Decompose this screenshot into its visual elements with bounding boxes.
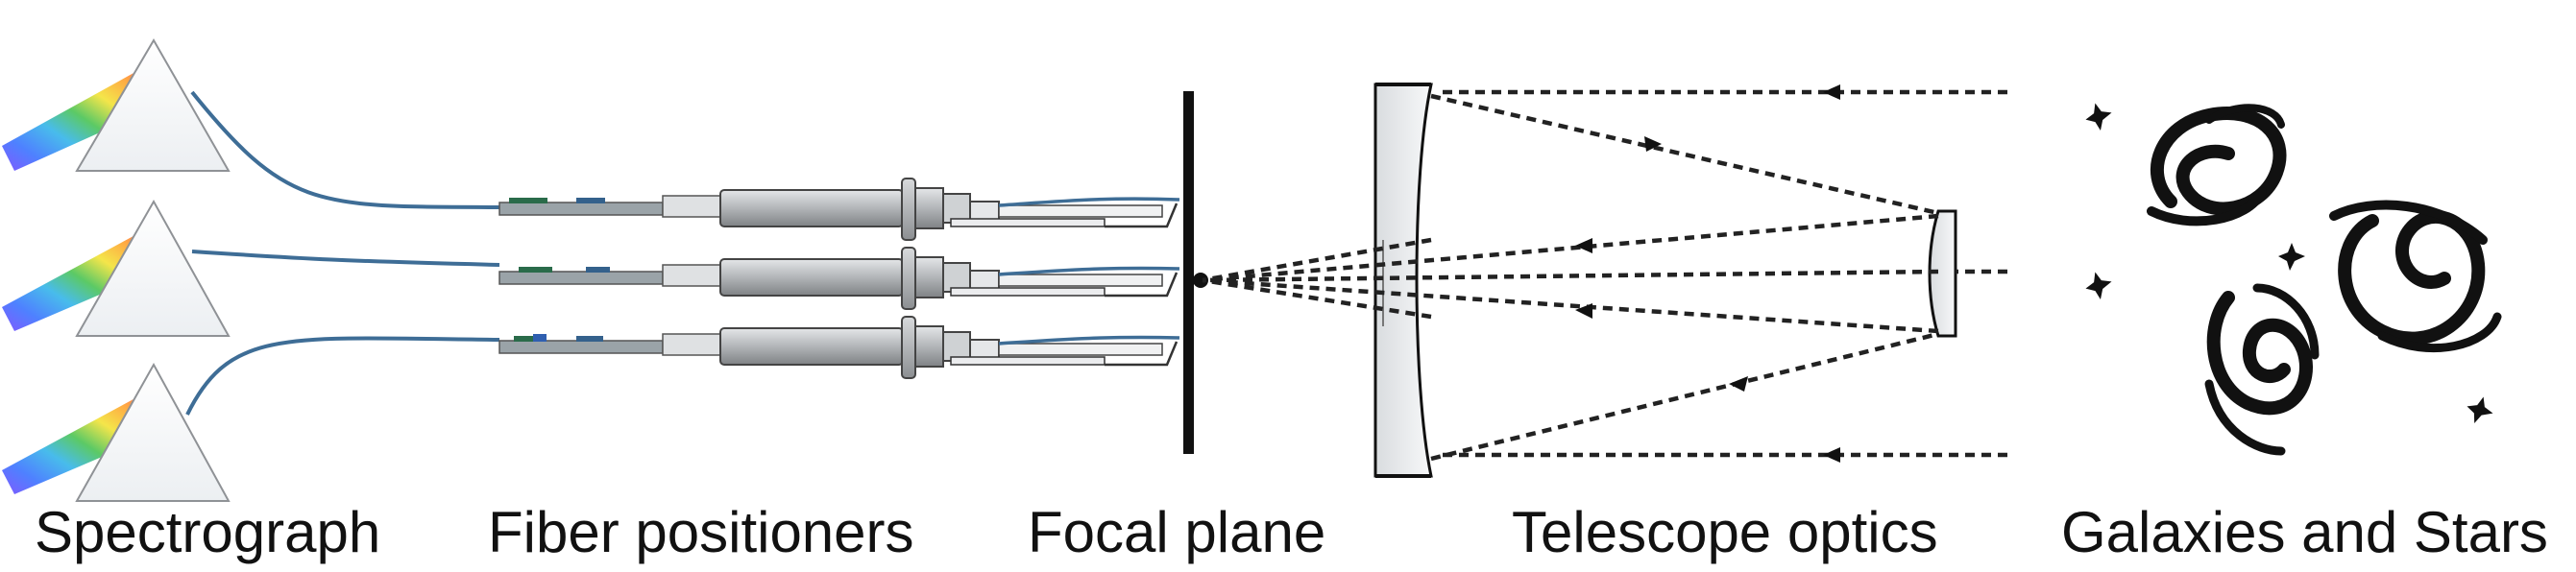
caption-fiber-positioners: Fiber positioners [488,500,914,564]
prism-icon [2,38,231,172]
telescope-optics [1202,83,2007,478]
positioner-icon [498,316,1179,379]
mirror-icon [1928,209,1957,338]
prism-icon [2,199,231,337]
optical-fibers [185,90,500,416]
spectrograph [2,38,231,502]
star-icon [2085,272,2112,300]
prism-icon [2,362,231,502]
star-icon [2467,396,2493,423]
galaxies-and-stars [2085,103,2502,456]
positioner-icon [498,178,1179,241]
positioner-icon [498,247,1179,310]
fiber-positioners [498,178,1180,379]
caption-telescope-optics: Telescope optics [1512,500,1938,564]
caption-galaxies-and-stars: Galaxies and Stars [2061,500,2548,564]
caption-focal-plane: Focal plane [1028,500,1326,564]
galaxy-icon [2147,104,2287,226]
galaxy-icon [2204,283,2320,456]
star-icon [2085,103,2112,131]
caption-spectrograph: Spectrograph [35,500,381,564]
mirror-icon [1373,83,1433,478]
focal-plane [1183,91,1208,454]
galaxy-icon [2329,200,2502,353]
star-icon [2278,243,2305,271]
